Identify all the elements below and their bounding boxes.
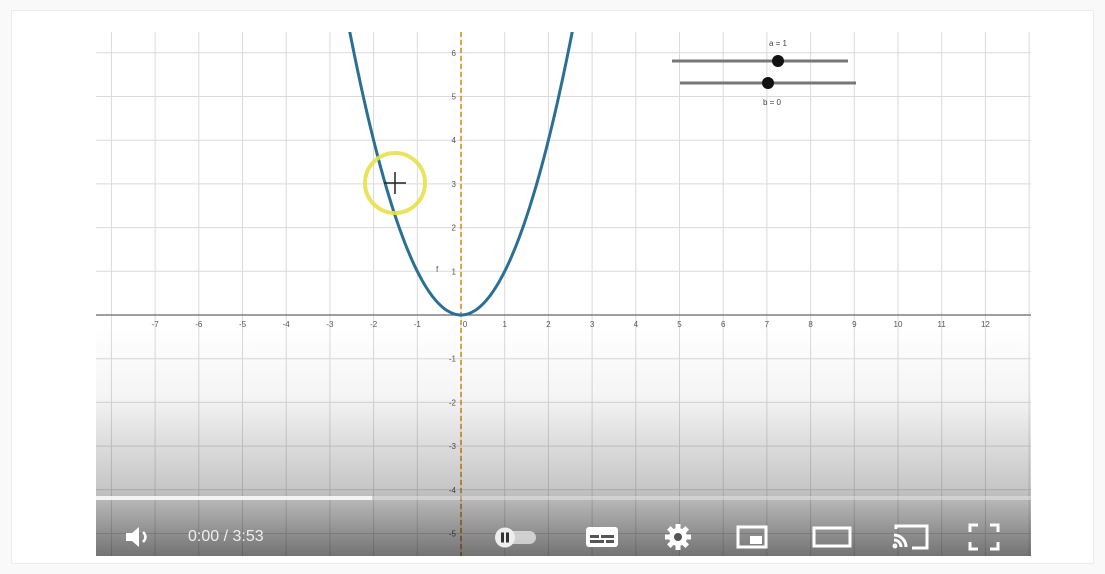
- fullscreen-icon: [968, 523, 1000, 551]
- time-separator: /: [219, 528, 233, 545]
- time-display: 0:00 / 3:53: [188, 518, 264, 556]
- autoplay-toggle[interactable]: [488, 518, 544, 556]
- x-tick-label: 2: [546, 320, 551, 329]
- axes: [96, 32, 1031, 556]
- x-tick-label: 4: [634, 320, 639, 329]
- y-axis-marker: f: [436, 265, 439, 274]
- subtitles-button[interactable]: [580, 518, 624, 556]
- slider-b-label: b = 0: [763, 98, 782, 107]
- x-tick-label: 8: [808, 320, 813, 329]
- x-tick-label: 0: [463, 320, 468, 329]
- x-tick-label: -4: [283, 320, 291, 329]
- theater-mode-icon: [812, 526, 852, 548]
- x-tick-label: -6: [195, 320, 203, 329]
- x-tick-label: 12: [981, 320, 990, 329]
- y-tick-label: -2: [449, 398, 457, 407]
- y-tick-label: -1: [449, 355, 457, 364]
- x-tick-label: -5: [239, 320, 247, 329]
- y-tick-label: -4: [449, 486, 457, 495]
- y-tick-label: 2: [452, 224, 457, 233]
- slider-a-handle[interactable]: [772, 55, 784, 67]
- y-tick-label: 3: [452, 180, 457, 189]
- x-tick-label: 7: [765, 320, 770, 329]
- volume-icon: [126, 527, 147, 547]
- y-tick-label: 5: [452, 93, 457, 102]
- player-controls: 0:00 / 3:53: [96, 518, 1031, 556]
- x-tick-label: 5: [677, 320, 682, 329]
- miniplayer-icon: [736, 525, 768, 549]
- slider-a-label: a = 1: [769, 39, 788, 48]
- gear-icon: [665, 524, 691, 550]
- cast-button[interactable]: [886, 518, 934, 556]
- progress-played: [96, 496, 372, 500]
- x-tick-label: -1: [414, 320, 422, 329]
- parabola-curve: [348, 32, 574, 317]
- settings-button[interactable]: [658, 518, 698, 556]
- x-tick-label: -3: [326, 320, 334, 329]
- click-highlight-circle: [363, 151, 427, 215]
- y-tick-label: 4: [452, 136, 457, 145]
- grid: [96, 32, 1031, 556]
- autoplay-toggle-icon: [495, 527, 536, 548]
- subtitles-icon: [586, 527, 618, 547]
- x-tick-label: -2: [370, 320, 378, 329]
- x-tick-label: 11: [938, 320, 947, 329]
- x-tick-label: 10: [894, 320, 903, 329]
- y-tick-label: 1: [452, 267, 457, 276]
- x-tick-label: 9: [852, 320, 857, 329]
- time-total: 3:53: [232, 528, 264, 545]
- x-tick-label: 6: [721, 320, 726, 329]
- x-tick-label: -7: [152, 320, 160, 329]
- time-current: 0:00: [188, 528, 220, 545]
- x-tick-label: 1: [502, 320, 507, 329]
- volume-button[interactable]: [118, 518, 158, 556]
- x-tick-label: 3: [590, 320, 595, 329]
- fullscreen-button[interactable]: [962, 518, 1006, 556]
- y-tick-label: 6: [452, 49, 457, 58]
- cursor-highlight: [363, 151, 427, 215]
- slider-b-handle[interactable]: [762, 77, 774, 89]
- sliders: a = 1 b = 0: [672, 39, 856, 107]
- miniplayer-button[interactable]: [730, 518, 774, 556]
- y-tick-label: -3: [449, 442, 457, 451]
- theater-mode-button[interactable]: [806, 518, 858, 556]
- cast-icon: [892, 524, 929, 550]
- progress-bar[interactable]: [96, 496, 1031, 500]
